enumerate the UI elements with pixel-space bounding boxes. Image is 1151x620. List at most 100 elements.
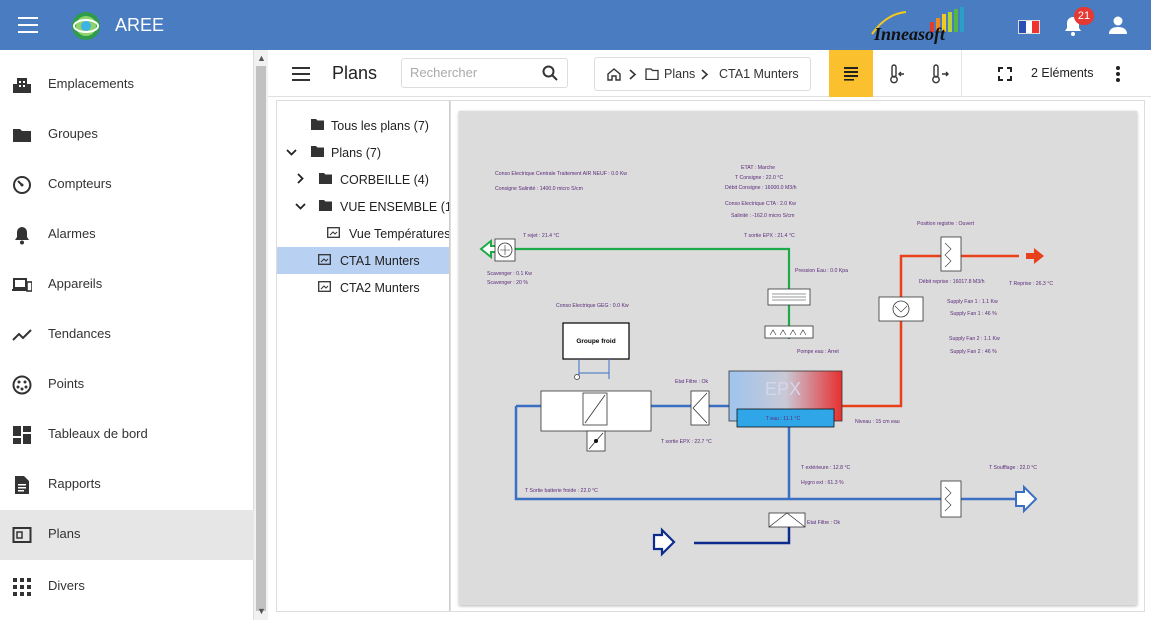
gauge-icon (13, 176, 31, 194)
building-icon (13, 78, 31, 93)
folder-icon (319, 173, 332, 184)
t-sortie-batterie-label: T Sortie batterie froide : 22.0 °C (525, 488, 598, 494)
breadcrumb-item-plans[interactable]: Plans (664, 67, 696, 81)
sidebar-item-groupes[interactable]: Groupes (0, 110, 254, 160)
tree-item-label: VUE ENSEMBLE (1) (340, 200, 450, 214)
sidebar-item-label: Rapports (48, 476, 101, 491)
tree-item-label: Vue Températures (349, 227, 450, 241)
scroll-down-icon[interactable]: ▼ (257, 606, 266, 616)
element-count: 2 Eléments (1031, 66, 1094, 80)
scrollbar-thumb[interactable] (256, 66, 266, 611)
conso-centrale-label: Conso Electrique Centrale Traitement AIR… (495, 171, 627, 177)
chevron-down-icon[interactable] (286, 149, 297, 156)
etat-filtre2-label: Etat Filtre : Ok (807, 520, 841, 526)
groupe-froid-box (562, 322, 630, 360)
tree-item-label: CTA2 Munters (340, 281, 420, 295)
plan-icon (318, 254, 331, 265)
tree-item-vue-temperatures[interactable]: Vue Températures (277, 220, 450, 247)
exhaust-air-line (515, 247, 791, 339)
brand-text: Inneasoft (873, 24, 946, 44)
scavenger-kw-label: Scavenger : 0.1 Kw (487, 271, 532, 277)
sidebar-item-points[interactable]: Points (0, 360, 254, 410)
supply-fan2-pct-label: Supply Fan 2 : 46 % (950, 349, 997, 355)
spray-nozzles (764, 325, 814, 339)
tree-item-corbeille[interactable]: CORBEILLE (4) (277, 166, 449, 193)
tree-item-cta2-munters[interactable]: CTA2 Munters (277, 274, 449, 301)
expansion-valve-icon (574, 374, 580, 380)
thermometer-arrow-left-icon (890, 64, 904, 84)
folder-icon (311, 119, 324, 130)
search-input[interactable] (410, 65, 530, 80)
tree-item-plans[interactable]: Plans (7) (277, 139, 449, 166)
sidebar-item-alarmes[interactable]: Alarmes (0, 210, 254, 260)
supply-fan2-kw-label: Supply Fan 2 : 1.1 Kw (949, 336, 1000, 342)
t-sortie-epx-label: T sortie EPX : 22.7 °C (661, 439, 712, 445)
air-filter-icon (690, 390, 710, 426)
supply-arrow-icon (1015, 484, 1038, 514)
search-icon[interactable] (542, 65, 558, 81)
sidebar-item-tableaux-de-bord[interactable]: Tableaux de bord (0, 410, 254, 460)
app-title: AREE (115, 15, 165, 35)
temperature-right-button[interactable] (917, 50, 961, 97)
tree-item-label: CTA1 Munters (340, 254, 420, 268)
chevron-right-icon[interactable] (297, 173, 304, 184)
fresh-water-arrow-icon (652, 527, 676, 557)
epx-label: EPX (765, 379, 801, 399)
menu-icon[interactable] (18, 17, 38, 33)
sidebar-item-label: Emplacements (48, 76, 134, 91)
hygro-ext-label: Hygro ext : 61.3 % (801, 480, 844, 486)
dashboard-icon (13, 426, 31, 444)
t-eau-label: T eau : 11.1 °C (766, 416, 801, 422)
language-flag-icon[interactable] (1018, 20, 1040, 34)
brand-logo: Inneasoft (871, 7, 964, 44)
user-account-icon[interactable] (1108, 15, 1128, 35)
sidebar-item-appareils[interactable]: Appareils (0, 260, 254, 310)
scavenger-pct-label: Scavenger : 20 % (487, 280, 528, 286)
home-icon[interactable] (607, 68, 621, 81)
list-view-button[interactable] (829, 50, 873, 97)
more-vertical-icon[interactable] (1115, 65, 1121, 83)
tree-item-tous-les-plans[interactable]: Tous les plans (7) (277, 112, 449, 139)
search-box (401, 58, 568, 88)
plan-icon (12, 527, 32, 543)
sidebar-item-divers[interactable]: Divers (0, 562, 254, 612)
app-logo-icon (72, 12, 100, 40)
tree-toggle-menu-icon[interactable] (292, 67, 310, 81)
sidebar-item-label: Plans (48, 526, 81, 541)
salinite-label: Salinité : -162.0 micro S/cm (731, 213, 794, 219)
plan-icon (327, 227, 340, 238)
fresh-water-line (694, 523, 791, 545)
sidebar-scrollbar[interactable]: ▲ ▼ (254, 50, 268, 620)
chevron-right-icon (701, 69, 709, 80)
supply-fan1-kw-label: Supply Fan 1 : 1.1 Kw (947, 299, 998, 305)
breadcrumb-item-current[interactable]: CTA1 Munters (719, 67, 799, 81)
tree-item-cta1-munters[interactable]: CTA1 Munters (277, 247, 449, 274)
conso-geg-label: Conso Electrique GEG : 0.0 Kw (556, 303, 629, 309)
t-consigne-label: T Consigne : 22.0 °C (735, 175, 783, 181)
folder-icon (319, 200, 332, 211)
sidebar-item-label: Points (48, 376, 85, 391)
niveau-label: Niveau : 15 cm eau (855, 419, 900, 425)
epx-water-tank (736, 408, 835, 428)
plans-toolbar: Plans Plans CTA1 Munters 2 Eléments (268, 50, 1151, 97)
page-title: Plans (332, 63, 378, 83)
chevron-down-icon[interactable] (295, 203, 306, 210)
tree-item-vue-ensemble[interactable]: VUE ENSEMBLE (1) (277, 193, 450, 220)
fullscreen-icon[interactable] (998, 67, 1012, 81)
position-registre-label: Position registre : Ouvert (917, 221, 975, 227)
scroll-up-icon[interactable]: ▲ (257, 53, 266, 63)
return-air-line (842, 254, 959, 408)
sidebar: Emplacements Groupes Compteurs Alarmes A… (0, 50, 254, 620)
sidebar-item-tendances[interactable]: Tendances (0, 310, 254, 360)
points-icon (12, 375, 32, 395)
chevron-right-icon (629, 69, 637, 80)
tree-item-label: CORBEILLE (4) (340, 173, 429, 187)
sidebar-item-plans[interactable]: Plans (0, 510, 254, 560)
folder-icon (13, 129, 31, 142)
sidebar-item-emplacements[interactable]: Emplacements (0, 60, 254, 110)
groupe-froid-label: Groupe froid (576, 338, 615, 345)
sidebar-item-rapports[interactable]: Rapports (0, 460, 254, 510)
sidebar-item-compteurs[interactable]: Compteurs (0, 160, 254, 210)
temperature-left-button[interactable] (873, 50, 917, 97)
toolbar-divider (961, 50, 962, 97)
